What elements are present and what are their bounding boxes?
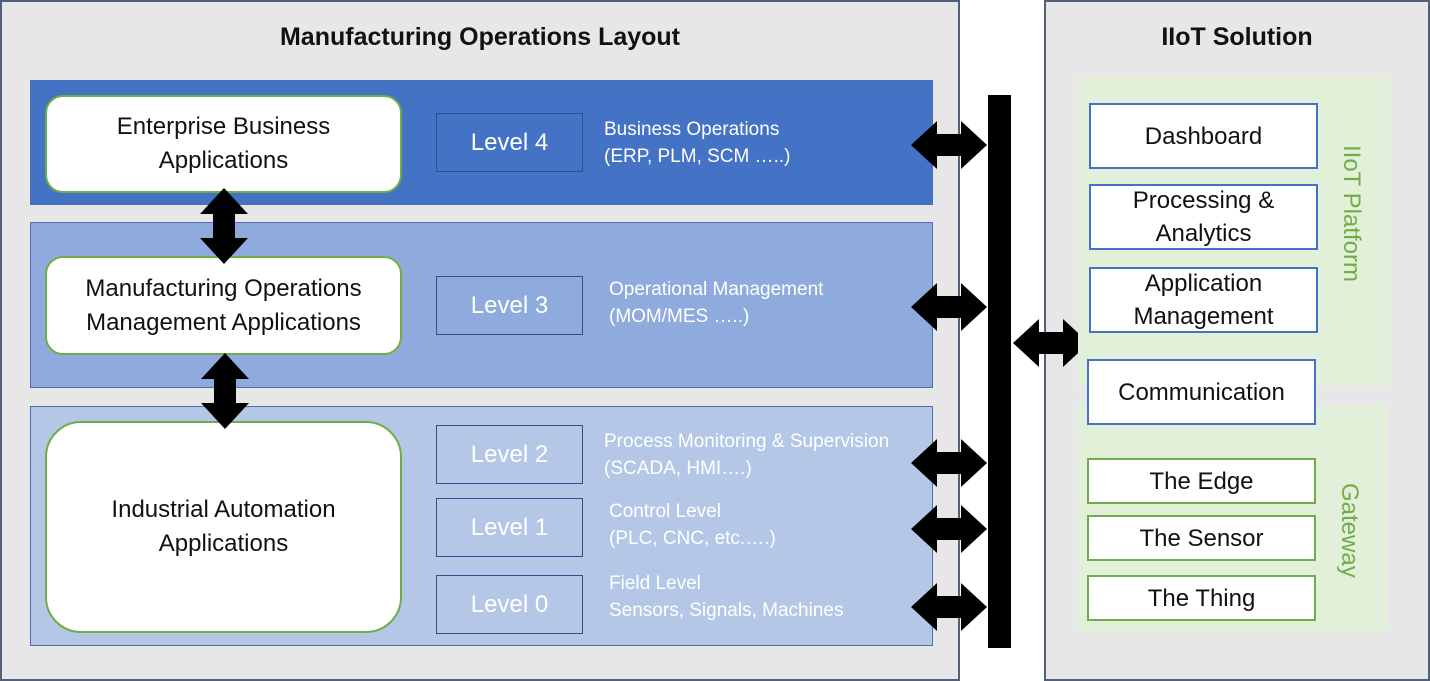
the-edge-box: The Edge	[1087, 458, 1316, 504]
level-4-bus-arrow-icon	[911, 121, 987, 169]
iiot-platform-label: IIoT Platform	[1338, 145, 1365, 282]
level-0-label: Level 0	[470, 590, 549, 618]
level-2-box: Level 2	[436, 425, 583, 484]
component-label: Application	[1144, 270, 1263, 297]
level-4-label: Level 4	[470, 128, 549, 156]
manufacturing-panel-title: Manufacturing Operations Layout	[279, 23, 681, 51]
app-label-line: Enterprise Business	[116, 113, 331, 140]
level-1-description: Control Level (PLC, CNC, etc.….)	[609, 498, 776, 552]
level-2-desc-line: (SCADA, HMI….)	[604, 458, 752, 479]
communication-box: Communication	[1087, 359, 1316, 425]
app-label-line: Management Applications	[86, 308, 361, 336]
level-0-bus-arrow-icon	[911, 583, 987, 631]
component-label: Analytics	[1155, 220, 1252, 247]
enterprise-business-applications-box: Enterprise Business Applications	[45, 95, 402, 193]
manufacturing-operations-management-applications-box: Manufacturing Operations Management Appl…	[45, 256, 402, 355]
level-1-box: Level 1	[436, 498, 583, 557]
component-label: The Thing	[1147, 584, 1256, 612]
the-thing-box: The Thing	[1087, 575, 1316, 621]
level-3-box: Level 3	[436, 276, 583, 335]
dashboard-box: Dashboard	[1089, 103, 1318, 169]
bus-iiot-arrow-icon	[1013, 319, 1089, 367]
component-label: The Sensor	[1139, 524, 1264, 552]
level-4-desc-line: Business Operations	[604, 119, 780, 140]
level-3-desc-line: Operational Management	[609, 279, 824, 300]
integration-bus	[988, 95, 1011, 648]
level-1-bus-arrow-icon	[911, 505, 987, 553]
industrial-automation-applications-box: Industrial Automation Applications	[45, 421, 402, 633]
level-2-desc-line: Process Monitoring & Supervision	[604, 431, 890, 452]
component-label: Management	[1133, 303, 1274, 330]
level-0-desc-line: Field Level	[609, 573, 701, 594]
level-2-description: Process Monitoring & Supervision (SCADA,…	[604, 428, 889, 482]
application-management-box: Application Management	[1089, 267, 1318, 333]
level-2-bus-arrow-icon	[911, 439, 987, 487]
level-2-label: Level 2	[470, 440, 549, 468]
app-label-line: Applications	[158, 147, 289, 174]
app-4-3-arrow-icon	[200, 188, 248, 264]
component-label: The Edge	[1149, 467, 1254, 495]
level-1-desc-line: (PLC, CNC, etc.….)	[609, 528, 776, 549]
level-4-box: Level 4	[436, 113, 583, 172]
level-0-desc-line: Sensors, Signals, Machines	[609, 600, 844, 621]
gateway-label: Gateway	[1336, 483, 1363, 578]
level-0-box: Level 0	[436, 575, 583, 634]
level-4-desc-line: (ERP, PLM, SCM …..)	[604, 146, 791, 167]
iiot-panel-title: IIoT Solution	[1161, 23, 1313, 51]
component-label: Dashboard	[1144, 122, 1263, 150]
level-0-description: Field Level Sensors, Signals, Machines	[609, 570, 843, 624]
level-3-label: Level 3	[470, 291, 549, 319]
app-label-line: Industrial Automation	[111, 496, 336, 523]
level-3-desc-line: (MOM/MES …..)	[609, 306, 750, 327]
app-3-2-arrow-icon	[201, 353, 249, 429]
app-label-line: Applications	[158, 530, 289, 557]
processing-analytics-box: Processing & Analytics	[1089, 184, 1318, 250]
component-label: Processing &	[1132, 187, 1275, 214]
level-3-bus-arrow-icon	[911, 283, 987, 331]
level-3-description: Operational Management (MOM/MES …..)	[609, 276, 823, 330]
app-label-line: Manufacturing Operations	[85, 274, 362, 302]
the-sensor-box: The Sensor	[1087, 515, 1316, 561]
component-label: Communication	[1118, 378, 1285, 406]
level-4-description: Business Operations (ERP, PLM, SCM …..)	[604, 116, 791, 170]
level-1-desc-line: Control Level	[609, 501, 721, 522]
level-1-label: Level 1	[470, 513, 549, 541]
